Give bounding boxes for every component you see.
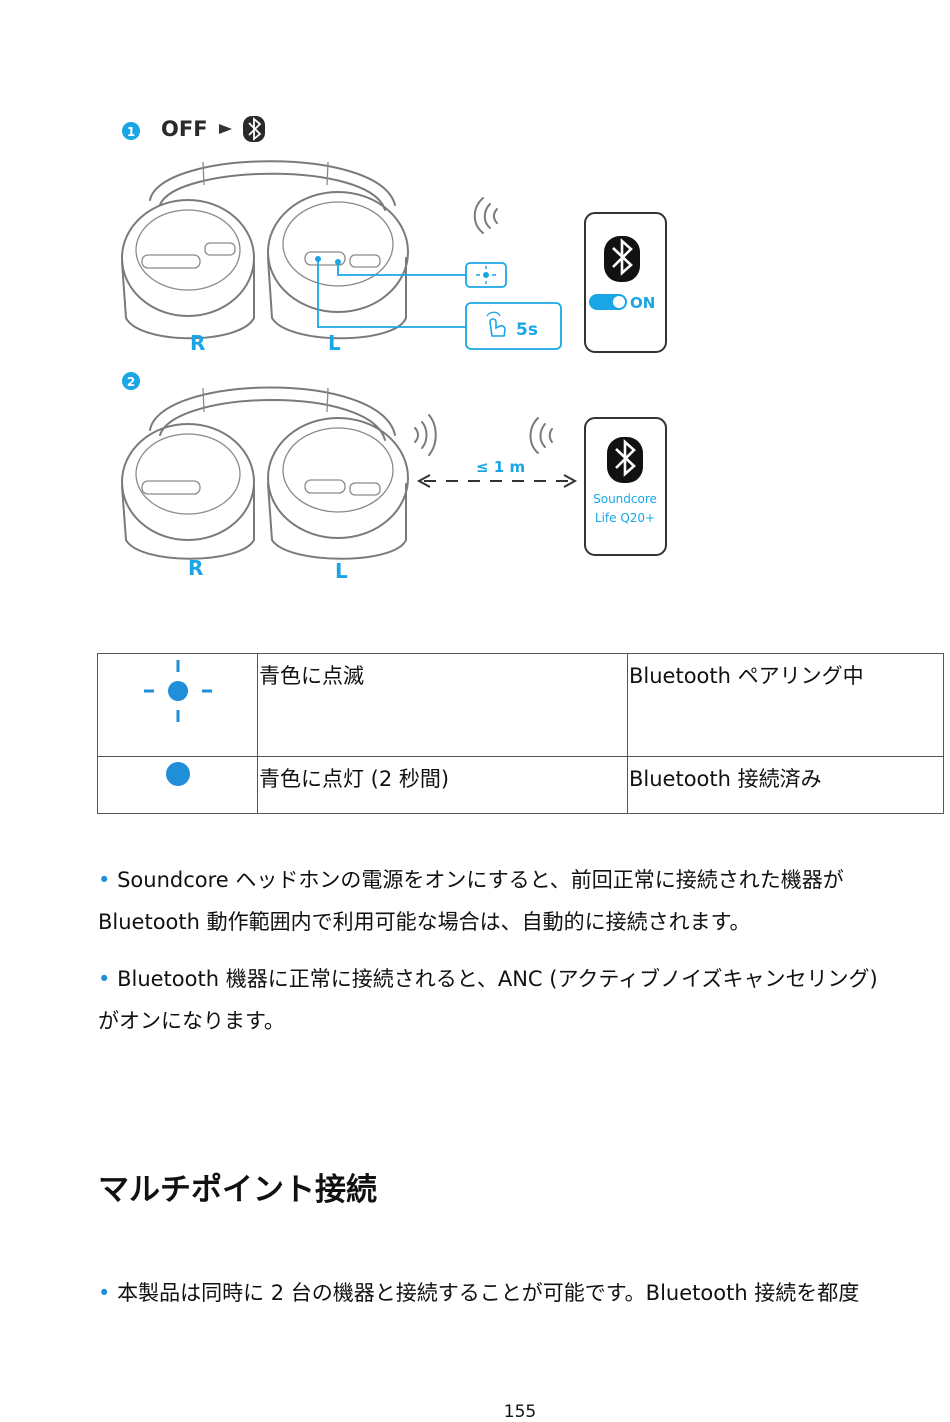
status-state: 青色に点滅 [257,653,628,757]
table-row: 青色に点滅 Bluetooth ペアリング中 [97,653,944,757]
step-1-badge [122,122,140,140]
note-2: • Bluetooth 機器に正常に接続されると、ANC (アクティブノイズキャ… [98,958,948,1042]
note-1-text-1: Soundcore ヘッドホンの電源をオンにすると、前回正常に接続された機器が [117,868,844,892]
bluetooth-icon [243,116,265,142]
bluetooth-icon [604,236,640,282]
note-2-line-2: がオンになります。 [98,1009,285,1033]
device-name-line1: Soundcore [593,492,657,506]
note-2-line-1: • Bluetooth 機器に正常に接続されると、ANC (アクティブノイズキャ… [98,958,948,1000]
status-meaning: Bluetooth 接続済み [627,756,944,814]
off-label: OFF [161,117,208,141]
status-meaning: Bluetooth ペアリング中 [627,653,944,757]
led-status-table: 青色に点滅 Bluetooth ペアリング中 青色に点灯 (2 秒間) Blue… [97,653,944,814]
toggle-on-label: ON [630,294,655,312]
hold-button-callout: 5s [465,302,562,350]
status-icon-cell [97,653,258,757]
multipoint-line-1: • 本製品は同時に 2 台の機器と接続することが可能です。Bluetooth 接… [98,1272,948,1314]
r-label-step2: R [188,556,203,580]
multipoint-note: • 本製品は同時に 2 台の機器と接続することが可能です。Bluetooth 接… [98,1272,948,1314]
distance-label: ≤ 1 m [476,458,525,476]
step-2-badge [122,372,140,390]
hold-duration: 5s [516,320,538,340]
signal-waves-icon [529,417,553,454]
headphones-step2 [121,386,409,560]
status-state: 青色に点灯 (2 秒間) [257,756,628,814]
bluetooth-icon [607,437,643,483]
arrow-right-icon [219,124,232,134]
phone-step2: Soundcore Life Q20+ [584,417,667,556]
led-solid-icon [166,762,190,786]
bullet-icon: • [98,868,111,892]
multipoint-text-1: 本製品は同時に 2 台の機器と接続することが可能です。Bluetooth 接続を… [117,1281,860,1305]
l-label-step1: L [328,331,341,355]
note-1: • Soundcore ヘッドホンの電源をオンにすると、前回正常に接続された機器… [98,859,948,943]
step-2-number: 2 [127,375,135,389]
signal-waves-icon [414,414,437,456]
status-icon-cell [97,756,258,814]
note-1-line-2: Bluetooth 動作範囲内で利用可能な場合は、自動的に接続されます。 [98,910,751,934]
l-label-step2: L [335,559,348,583]
distance-arrow [416,474,578,488]
pairing-illustration: 1 OFF R L [121,116,667,583]
note-2-text-1: Bluetooth 機器に正常に接続されると、ANC (アクティブノイズキャンセ… [117,967,878,991]
step-1-number: 1 [127,125,135,139]
headphones-step1 [121,160,409,340]
page-number: 155 [503,1402,537,1422]
section-heading: マルチポイント接続 [98,1172,377,1208]
led-callout [465,262,507,288]
toggle-switch [589,294,627,310]
bullet-icon: • [98,967,111,991]
bullet-icon: • [98,1281,111,1305]
note-1-line-1: • Soundcore ヘッドホンの電源をオンにすると、前回正常に接続された機器… [98,859,948,901]
table-row: 青色に点灯 (2 秒間) Bluetooth 接続済み [97,756,944,814]
phone-step1: ON [584,212,667,353]
led-blinking-icon [144,660,212,722]
finger-press-icon [486,311,506,337]
device-name-line2: Life Q20+ [595,511,655,525]
r-label-step1: R [190,331,205,355]
signal-waves-icon [473,197,498,234]
